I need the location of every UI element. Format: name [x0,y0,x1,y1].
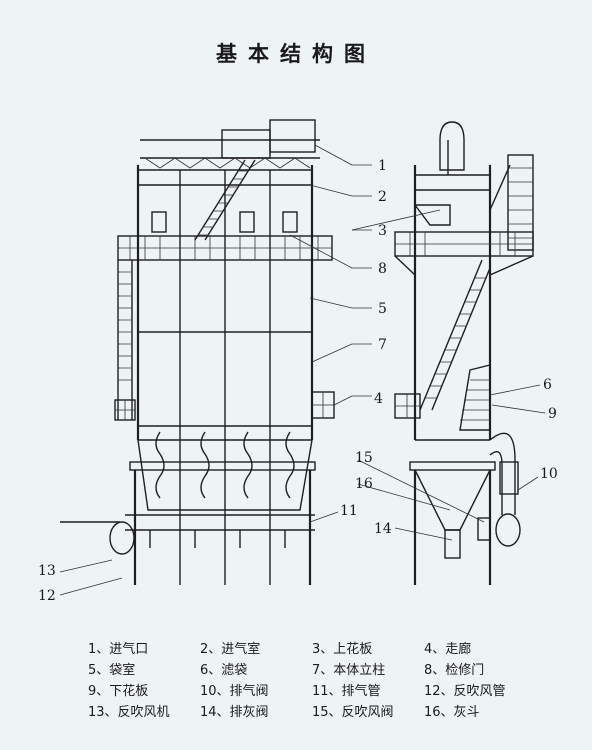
legend-item: 3、上花板 [312,642,373,657]
front-view [60,119,335,585]
diagram-title: 基本结构图 [216,42,376,66]
callout-16: 16 [355,476,373,492]
leader-lines [59,144,546,596]
legend-item: 1、进气口 [88,642,149,657]
legend-item: 6、滤袋 [200,663,248,678]
callout-numbers: 1 2 3 4 5 6 7 8 9 10 11 12 13 14 15 16 [38,158,558,604]
legend-item: 7、本体立柱 [312,663,386,678]
legend-item: 13、反吹风机 [88,705,170,720]
callout-15: 15 [355,450,373,466]
legend-item: 2、进气室 [200,642,261,657]
callout-1: 1 [378,158,387,174]
callout-6: 6 [543,377,552,393]
legend-item: 8、检修门 [424,663,485,678]
callout-5: 5 [378,301,387,317]
legend-item: 9、下花板 [88,684,149,699]
legend-item: 4、走廊 [424,642,472,657]
legend-item: 14、排灰阀 [200,705,269,720]
callout-2: 2 [378,189,387,205]
legend-item: 11、排气管 [312,684,381,699]
callout-3: 3 [378,223,387,239]
legend-item: 15、反吹风阀 [312,705,394,720]
callout-12: 12 [38,588,56,604]
callout-7: 7 [378,337,387,353]
legend-item: 5、袋室 [88,663,136,678]
callout-11: 11 [340,503,358,519]
legend-item: 16、灰斗 [424,705,480,720]
callout-8: 8 [378,261,387,277]
callout-10: 10 [540,466,558,482]
callout-9: 9 [548,406,557,422]
side-view [394,121,534,585]
callout-4: 4 [374,391,383,407]
legend-item: 10、排气阀 [200,684,269,699]
callout-14: 14 [374,521,392,537]
legend-item: 12、反吹风管 [424,684,506,699]
callout-13: 13 [38,563,56,579]
